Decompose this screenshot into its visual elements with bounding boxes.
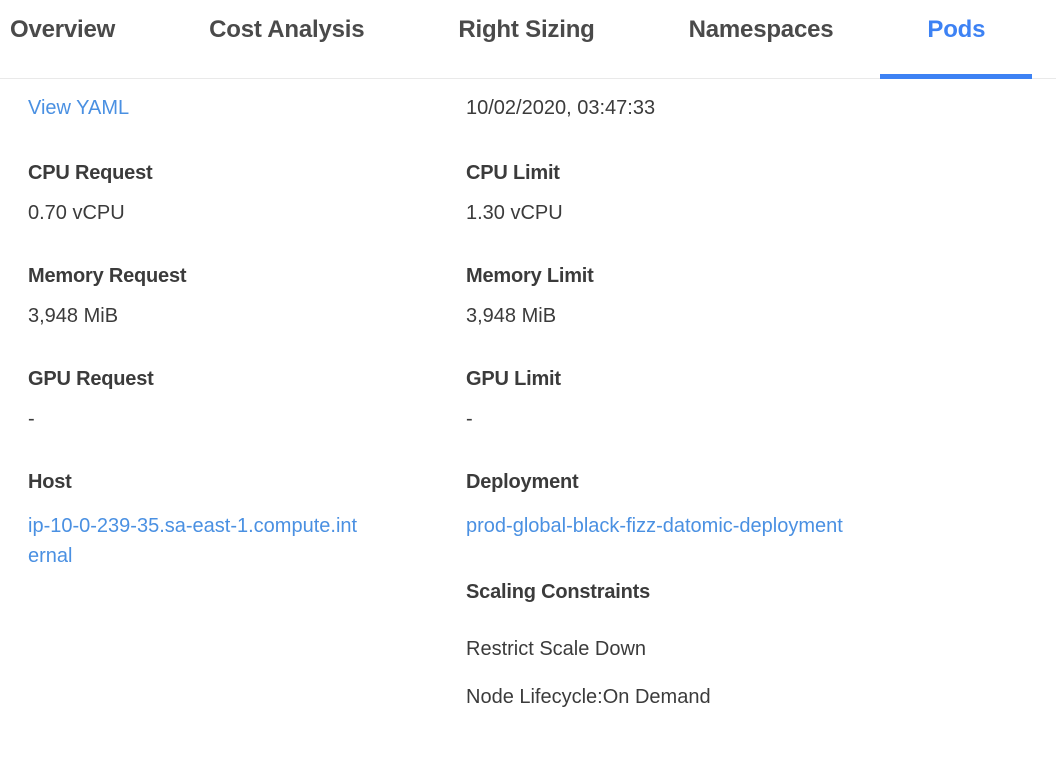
scaling-constraint-item-node-lifecycle: Node Lifecycle:On Demand <box>466 686 711 708</box>
scaling-constraints-label: Scaling Constraints <box>466 581 651 603</box>
tab-cost-analysis[interactable]: Cost Analysis <box>209 16 365 43</box>
field-cpu-request: CPU Request 0.70 vCPU <box>28 162 466 225</box>
pod-timestamp: 10/02/2020, 03:47:33 <box>466 97 656 119</box>
scaling-constraint-item-restrict-scale-down: Restrict Scale Down <box>466 638 647 660</box>
memory-request-value: 3,948 MiB <box>28 305 119 327</box>
scaling-constraints-section: Scaling Constraints Restrict Scale Down … <box>466 581 1056 709</box>
gpu-limit-value: - <box>466 408 473 430</box>
field-gpu-limit: GPU Limit - <box>466 368 1056 431</box>
deployment-link[interactable]: prod-global-black-fizz-datomic-deploymen… <box>466 515 843 537</box>
cpu-request-label: CPU Request <box>28 162 153 184</box>
deployment-label: Deployment <box>466 471 579 493</box>
cpu-request-value: 0.70 vCPU <box>28 202 125 224</box>
field-memory-limit: Memory Limit 3,948 MiB <box>466 265 1056 328</box>
details-right-column: 10/02/2020, 03:47:33 CPU Limit 1.30 vCPU… <box>466 97 1056 734</box>
tab-right-sizing[interactable]: Right Sizing <box>458 16 595 43</box>
pod-details-content: View YAML CPU Request 0.70 vCPU Memory R… <box>0 79 1056 734</box>
tab-bar: Overview Cost Analysis Right Sizing Name… <box>0 0 1056 79</box>
field-host: Host ip-10-0-239-35.sa-east-1.compute.in… <box>28 471 466 571</box>
gpu-request-label: GPU Request <box>28 368 154 390</box>
host-link[interactable]: ip-10-0-239-35.sa-east-1.compute.interna… <box>28 515 358 567</box>
cpu-limit-label: CPU Limit <box>466 162 560 184</box>
memory-limit-value: 3,948 MiB <box>466 305 557 327</box>
view-yaml-link[interactable]: View YAML <box>28 97 130 119</box>
field-memory-request: Memory Request 3,948 MiB <box>28 265 466 328</box>
cpu-limit-value: 1.30 vCPU <box>466 202 563 224</box>
field-gpu-request: GPU Request - <box>28 368 466 431</box>
host-label: Host <box>28 471 72 493</box>
gpu-limit-label: GPU Limit <box>466 368 561 390</box>
field-cpu-limit: CPU Limit 1.30 vCPU <box>466 162 1056 225</box>
gpu-request-value: - <box>28 408 35 430</box>
active-tab-indicator <box>880 74 1033 79</box>
memory-request-label: Memory Request <box>28 265 187 287</box>
details-left-column: View YAML CPU Request 0.70 vCPU Memory R… <box>28 97 466 734</box>
memory-limit-label: Memory Limit <box>466 265 594 287</box>
tab-namespaces[interactable]: Namespaces <box>688 16 834 43</box>
tab-overview[interactable]: Overview <box>10 16 116 43</box>
tab-pods[interactable]: Pods <box>880 0 1033 79</box>
tab-pods-label: Pods <box>927 16 986 43</box>
field-deployment: Deployment prod-global-black-fizz-datomi… <box>466 471 1056 541</box>
